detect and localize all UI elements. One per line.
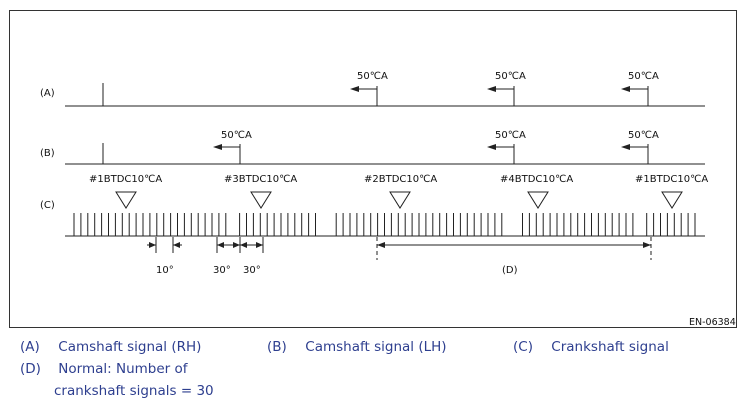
- tdc-label-1: #1BTDC10℃A: [89, 174, 162, 185]
- legend-text-d-line2: crankshaft signals = 30: [54, 383, 214, 399]
- crank-angle-label-b2: 50℃A: [495, 130, 526, 141]
- arrow-a1-head-icon: [350, 86, 359, 92]
- dim-label-10: 10°: [156, 265, 174, 276]
- legend-text-c: Crankshaft signal: [551, 339, 669, 355]
- dim-30a-left-head-icon: [217, 242, 224, 248]
- camshaft-rh-signal: [65, 83, 705, 107]
- tdc-label-3: #2BTDC10℃A: [364, 174, 437, 185]
- tdc-marker-4-icon: [527, 191, 549, 209]
- tdc-label-2: #3BTDC10℃A: [224, 174, 297, 185]
- arrow-a2-head-icon: [487, 86, 496, 92]
- dim-span-left-head-icon: [377, 242, 385, 248]
- arrow-a3-head-icon: [621, 86, 630, 92]
- legend-code-b: (B): [267, 339, 287, 355]
- tdc-marker-1-icon: [115, 191, 137, 209]
- figure-id: EN-06384: [689, 317, 736, 328]
- legend-item-d: (D) Normal: Number of: [20, 361, 188, 377]
- crank-angle-label-b3: 50℃A: [628, 130, 659, 141]
- tdc-marker-3-icon: [389, 191, 411, 209]
- arrow-b1-head-icon: [213, 144, 222, 150]
- dim-label-span: (D): [502, 265, 518, 276]
- diagram-frame: (A) (B) (C) 50℃A 50℃A 50℃A: [9, 10, 737, 328]
- tdc-label-4: #4BTDC10℃A: [500, 174, 573, 185]
- legend-code-c: (C): [513, 339, 533, 355]
- row-label-c: (C): [40, 200, 55, 211]
- legend-text-a: Camshaft signal (RH): [58, 339, 202, 355]
- dim-30b-right-head-icon: [256, 242, 263, 248]
- legend-item-b: (B) Camshaft signal (LH): [267, 339, 447, 355]
- row-label-b: (B): [40, 148, 55, 159]
- dimension-markers: [147, 237, 652, 260]
- dim-label-30a: 30°: [213, 265, 231, 276]
- legend-text-b: Camshaft signal (LH): [305, 339, 447, 355]
- crank-angle-label-a2: 50℃A: [495, 71, 526, 82]
- tdc-label-5: #1BTDC10℃A: [635, 174, 708, 185]
- dim-10-left-head-icon: [149, 242, 156, 248]
- crank-angle-label-b1: 50℃A: [221, 130, 252, 141]
- legend-item-c: (C) Crankshaft signal: [513, 339, 669, 355]
- dim-span-right-head-icon: [643, 242, 651, 248]
- dim-30a-right-head-icon: [233, 242, 240, 248]
- arrow-b2-head-icon: [487, 144, 496, 150]
- legend-item-a: (A) Camshaft signal (RH): [20, 339, 201, 355]
- arrow-b3-head-icon: [621, 144, 630, 150]
- dim-label-30b: 30°: [243, 265, 261, 276]
- row-label-a: (A): [40, 88, 55, 99]
- dim-30b-left-head-icon: [240, 242, 247, 248]
- legend-text-d-line1: Normal: Number of: [58, 361, 188, 377]
- crankshaft-signal: [65, 213, 705, 237]
- camshaft-lh-signal: [65, 143, 705, 165]
- crank-angle-label-a3: 50℃A: [628, 71, 659, 82]
- legend-code-a: (A): [20, 339, 40, 355]
- legend-code-d: (D): [20, 361, 41, 377]
- timing-diagram: (A) (B) (C) 50℃A 50℃A 50℃A: [40, 71, 736, 328]
- dim-10-right-head-icon: [173, 242, 180, 248]
- tdc-marker-5-icon: [661, 191, 683, 209]
- crank-angle-label-a1: 50℃A: [357, 71, 388, 82]
- tdc-marker-2-icon: [250, 191, 272, 209]
